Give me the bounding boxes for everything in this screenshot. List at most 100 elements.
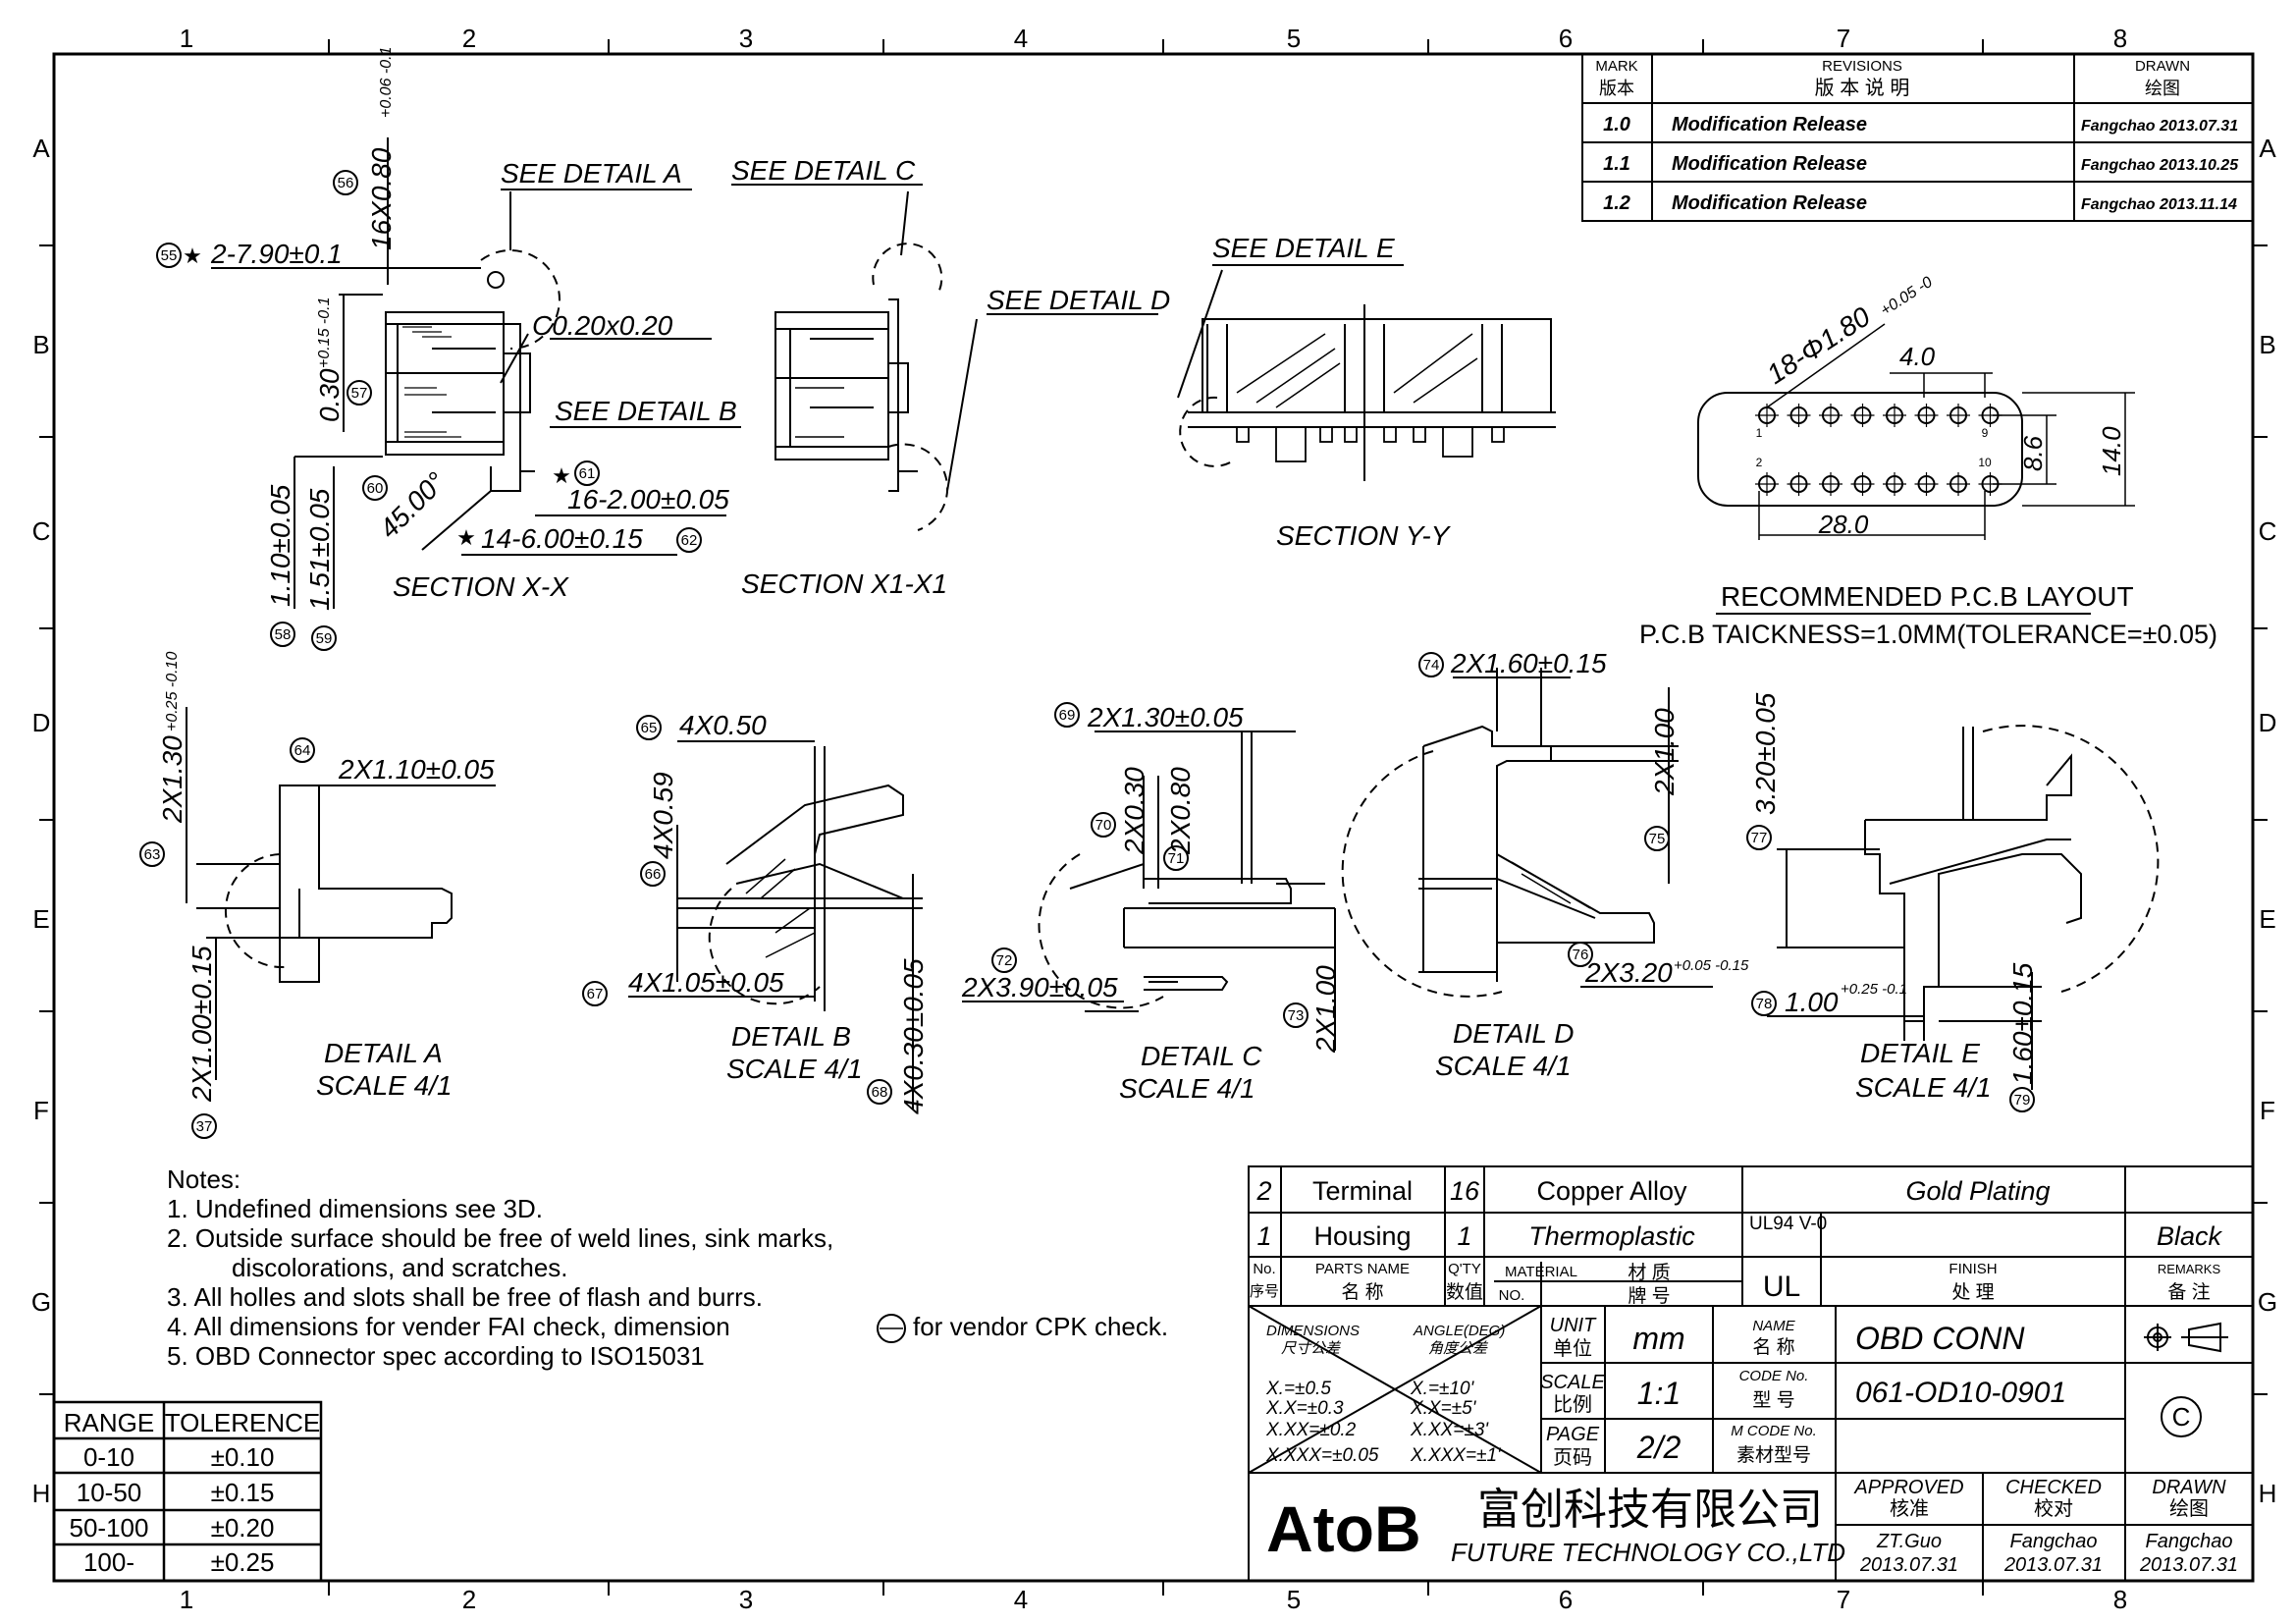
detail-b-scale: SCALE 4/1 [726, 1054, 863, 1084]
pcb-layout-view: 1 9 2 10 18-Φ1.80 +0.05 -0 4.0 28.0 8.6 … [1639, 274, 2217, 649]
row-label: A [2259, 134, 2276, 163]
svg-text:65: 65 [641, 720, 658, 736]
row-label: A [32, 134, 50, 163]
tb-approved-label: APPROVED [1853, 1477, 1963, 1498]
detail-d-scale: SCALE 4/1 [1435, 1051, 1572, 1081]
dim-76-tol: +0.05 -0.15 [1674, 957, 1749, 974]
dim-56: 16X0.80 [366, 147, 397, 250]
rev-drawn: Fangchao 2013.10.25 [2081, 157, 2239, 174]
svg-text:69: 69 [1059, 707, 1076, 724]
detail-d-label: DETAIL D [1453, 1018, 1574, 1049]
svg-text:57: 57 [351, 385, 368, 402]
bom-remarks: Black [2157, 1221, 2223, 1251]
see-detail-a-label: SEE DETAIL A [501, 158, 682, 189]
title-block: DIMENSIONS 尺寸公差 ANGLE(DEG) 角度公差 X.=±0.5 … [1248, 1305, 2254, 1582]
dim-63: 2X1.30 [157, 735, 187, 824]
svg-text:61: 61 [579, 465, 596, 482]
svg-text:C: C [2172, 1402, 2191, 1432]
tb-ang-tol: X.XXX=±1' [1410, 1445, 1502, 1466]
dim-67: 4X1.05±0.05 [628, 967, 784, 998]
balloon-70: 70 [1091, 812, 1116, 838]
tb-part-code: 061-OD10-0901 [1855, 1377, 2066, 1409]
balloon-58: 58 [270, 622, 295, 647]
row-label: C [2259, 516, 2277, 546]
detail-c-label: DETAIL C [1141, 1041, 1262, 1071]
dim-57: 0.30 [314, 368, 345, 422]
tb-angle-header: ANGLE(DEG) [1413, 1323, 1505, 1339]
tb-drawn-by: Fangchao [2146, 1531, 2233, 1552]
balloon-76: 76 [1568, 942, 1593, 967]
section-x1-x1-label: SECTION X1-X1 [741, 568, 947, 599]
detail-a-view: 2X1.30 +0.25 -0.10 2X1.10±0.05 2X1.00±0.… [157, 652, 496, 1103]
dim-58: 1.10±0.05 [265, 484, 295, 607]
svg-text:70: 70 [1095, 817, 1112, 834]
tb-ang-tol: X.=±10' [1410, 1379, 1475, 1399]
bom-no: 1 [1256, 1221, 1271, 1251]
svg-text:59: 59 [316, 630, 333, 647]
tol-range: 100- [83, 1547, 134, 1577]
detail-e-scale: SCALE 4/1 [1855, 1072, 1992, 1103]
bom-h-mat: MATERIAL [1505, 1264, 1577, 1280]
balloon-74: 74 [1418, 652, 1444, 677]
balloon-69: 69 [1054, 702, 1080, 728]
bom-h-no-cn: 序号 [1250, 1283, 1279, 1300]
bom-material: Copper Alloy [1536, 1176, 1687, 1206]
tb-ang-tol: X.XX=±3' [1410, 1420, 1489, 1440]
dim-69: 2X1.30±0.05 [1087, 702, 1244, 732]
bom-name: Terminal [1312, 1176, 1413, 1206]
detail-c-scale: SCALE 4/1 [1119, 1073, 1255, 1104]
revision-table: MARK 版本 REVISIONS 版 本 说 明 DRAWN 绘图 1.0 M… [1581, 53, 2254, 222]
svg-text:55: 55 [161, 247, 178, 264]
pin-label: 2 [1756, 456, 1763, 469]
note-line: 4. All dimensions for vender FAI check, … [167, 1312, 730, 1341]
rev-header-drawn-cn: 绘图 [2145, 79, 2180, 98]
tb-mcode-label-cn: 素材型号 [1736, 1444, 1811, 1466]
detail-e-label: DETAIL E [1860, 1038, 1980, 1068]
balloon-60: 60 [362, 475, 388, 501]
detail-c-view: 2X1.30±0.05 2X0.30 2X0.80 2X3.90±0.05 2X… [961, 702, 1341, 1104]
bom-h-matno-cn: 牌 号 [1628, 1285, 1670, 1307]
detail-b-label: DETAIL B [731, 1021, 851, 1052]
bom-material: Thermoplastic [1528, 1221, 1695, 1251]
balloon-63: 63 [139, 841, 165, 867]
svg-text:72: 72 [996, 952, 1013, 969]
section-x-x-view: SEE DETAIL A C0.20x0.20 SEE DETAIL B 16-… [210, 47, 741, 611]
tb-name-label-cn: 名 称 [1752, 1336, 1794, 1358]
bom-h-mat-cn: 材 质 [1628, 1262, 1670, 1283]
balloon-67: 67 [582, 981, 608, 1006]
tb-scale-value: 1:1 [1637, 1376, 1681, 1411]
row-label: H [32, 1479, 51, 1508]
see-detail-d-label: SEE DETAIL D [987, 285, 1170, 315]
col-label: 6 [1559, 1585, 1573, 1614]
star-marker: ★ [183, 244, 202, 268]
pcb-pitch-dim: 4.0 [1899, 342, 1936, 371]
bom-h-finish: FINISH [1949, 1261, 1997, 1277]
see-detail-e-label: SEE DETAIL E [1212, 233, 1395, 263]
tb-code-label-cn: 型 号 [1752, 1389, 1794, 1411]
rev-header-mark-cn: 版本 [1599, 79, 1634, 98]
row-label: G [31, 1287, 51, 1317]
balloon-55: 55 [156, 243, 182, 268]
star-marker: ★ [552, 463, 571, 488]
dim-45: 45.00° [373, 466, 451, 544]
tol-range: 0-10 [83, 1442, 134, 1472]
rev-header-rev-cn: 版 本 说 明 [1815, 77, 1910, 99]
bom-finish: Gold Plating [1905, 1176, 2050, 1206]
section-x-x-label: SECTION X-X [393, 571, 569, 602]
notes-title: Notes: [167, 1164, 240, 1194]
col-label: 7 [1837, 24, 1850, 53]
col-label: 2 [462, 24, 476, 53]
row-label: E [32, 904, 49, 934]
detail-a-label: DETAIL A [324, 1038, 443, 1068]
detail-b-view: 4X0.50 4X0.59 4X1.05±0.05 4X0.30±0.05 DE… [628, 710, 929, 1114]
svg-text:73: 73 [1288, 1007, 1305, 1024]
svg-text:58: 58 [275, 626, 292, 643]
balloon-75: 75 [1644, 826, 1670, 851]
tol-value: ±0.25 [211, 1547, 275, 1577]
tol-value: ±0.20 [211, 1513, 275, 1543]
drawing-border [52, 52, 2255, 1583]
dim-79: 1.60±0.15 [2007, 962, 2038, 1085]
pcb-thickness-note: P.C.B TAICKNESS=1.0MM(TOLERANCE=±0.05) [1639, 620, 2217, 649]
dimension-balloons: 55 ★ 56 57 58 59 60 ★ 61 ★ 62 63 64 65 6… [139, 170, 2035, 1139]
